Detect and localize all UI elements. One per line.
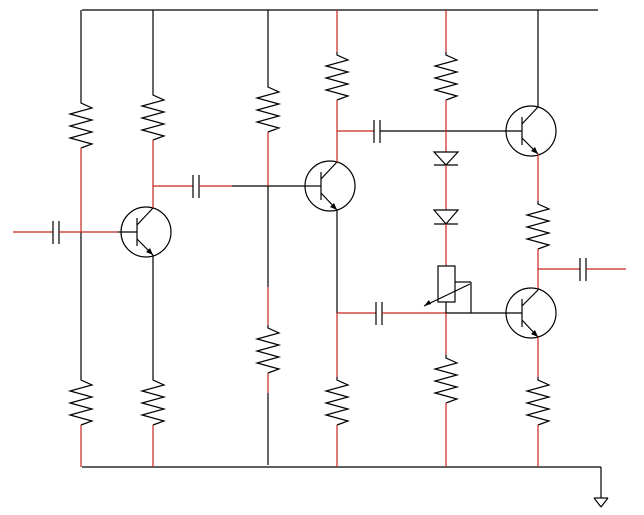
ground-symbol xyxy=(593,497,609,508)
resistor-r3 xyxy=(139,10,167,208)
capacitor-c4 xyxy=(337,302,503,325)
resistor-r6 xyxy=(254,186,282,465)
resistor-r9 xyxy=(432,10,460,131)
capacitor-c2 xyxy=(153,175,305,198)
resistor-r1 xyxy=(67,10,95,232)
transistor-q1 xyxy=(118,206,172,258)
transistor-q2 xyxy=(304,160,356,212)
resistor-r8 xyxy=(323,210,351,467)
potentiometer-vr1 xyxy=(423,265,472,313)
input-capacitor xyxy=(13,221,81,244)
resistor-r5 xyxy=(254,10,282,186)
diode-d2 xyxy=(432,209,460,266)
transistor-q4 xyxy=(503,287,557,339)
ground-rail xyxy=(82,466,602,498)
output-capacitor xyxy=(538,258,626,281)
capacitor-c3 xyxy=(337,120,503,143)
resistor-r4 xyxy=(139,255,167,467)
resistor-r12 xyxy=(524,337,552,467)
resistor-r2 xyxy=(67,232,95,467)
resistor-r7 xyxy=(323,10,351,162)
transistor-q3 xyxy=(503,105,557,157)
resistor-r10 xyxy=(432,313,460,467)
diode-d1 xyxy=(432,131,460,210)
